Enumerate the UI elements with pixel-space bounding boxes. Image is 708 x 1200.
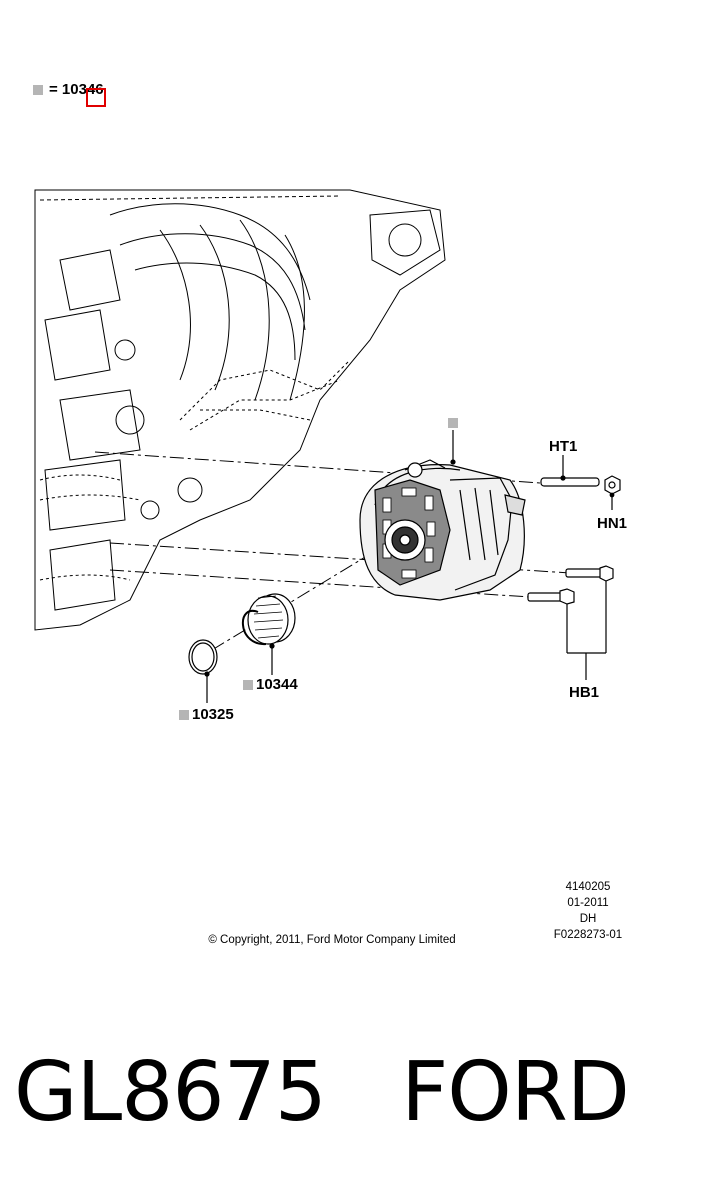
hn1-nut: [604, 475, 621, 510]
legend-text: = 10346: [49, 81, 104, 98]
callout-hb1: HB1: [569, 684, 599, 701]
alternator: [359, 418, 526, 601]
part-title: GL8675 FORD: [14, 1045, 630, 1140]
callout-hn1-label: HN1: [597, 515, 628, 532]
drawing-figure-id: F0228273-01: [553, 929, 623, 941]
legend: = 10346: [33, 81, 104, 98]
callout-10325-marker: [179, 709, 189, 720]
ht1-stud: [540, 455, 600, 487]
callout-ht1-label: HT1: [549, 438, 578, 455]
callout-10325: 10325: [179, 706, 234, 723]
legend-square-marker: [33, 84, 43, 95]
callout-10325-label: 10325: [192, 706, 234, 723]
drawing-date: 01-2011: [567, 897, 609, 909]
callout-10344-marker: [243, 679, 253, 690]
callout-10344: 10344: [243, 676, 298, 693]
pulley-10344: [241, 593, 296, 675]
cap-10325: [188, 639, 218, 703]
callout-hn1: HN1: [597, 515, 627, 532]
engine-block: [34, 189, 446, 631]
drawing-number: 4140205: [565, 881, 611, 893]
callout-hb1-label: HB1: [569, 684, 600, 701]
callout-ht1: HT1: [549, 438, 577, 455]
drawing-reference-block: 4140205 01-2011 DH F0228273-01: [548, 879, 628, 943]
callout-10344-label: 10344: [256, 676, 298, 693]
selection-highlight[interactable]: [86, 88, 106, 107]
hb1-bolts: [527, 565, 614, 680]
drawing-author: DH: [579, 913, 597, 925]
copyright-notice: © Copyright, 2011, Ford Motor Company Li…: [208, 934, 456, 946]
